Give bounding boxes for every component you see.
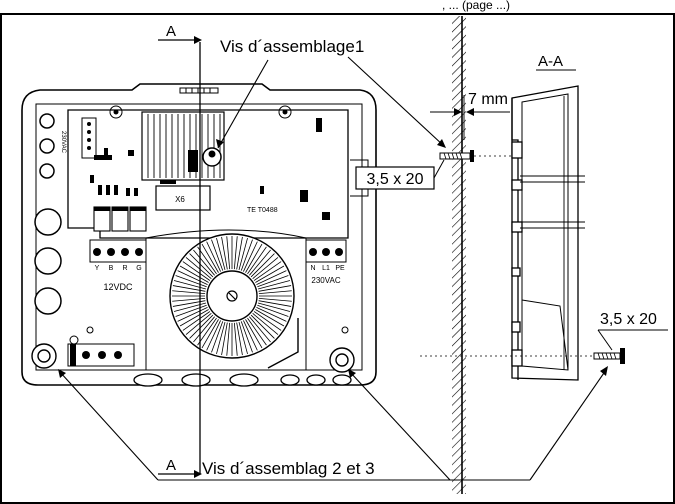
wall-section	[452, 16, 466, 494]
section-a-bottom-label: A	[166, 457, 176, 474]
screw-size-right-label: 3,5 x 20	[600, 311, 657, 328]
unit-front-view: X6 TE T0488 230VAC	[21, 83, 377, 387]
voltage-12vdc-label: 12VDC	[103, 282, 133, 292]
section-view-label: A-A	[538, 53, 563, 70]
gap-dimension-label: 7 mm	[468, 91, 508, 108]
toroidal-transformer	[169, 233, 295, 359]
terminal-r: R	[122, 265, 127, 272]
terminal-pe: PE	[335, 265, 345, 272]
x6-label: X6	[175, 195, 185, 204]
board-code: TE T0488	[247, 207, 278, 214]
screw-1-label: Vis d´assemblage1	[220, 37, 364, 56]
terminal-l1: L1	[322, 265, 330, 272]
screws-2-3-label: Vis d´assemblag 2 et 3	[202, 459, 375, 478]
section-view-profile	[511, 85, 585, 381]
top-caption-fragment: , ... (page ...)	[442, 0, 510, 12]
terminal-n: N	[310, 265, 315, 272]
relay-block	[188, 150, 198, 172]
screw-size-left-label: 3,5 x 20	[367, 171, 424, 188]
voltage-230vac-label: 230VAC	[311, 276, 340, 285]
terminal-b: B	[109, 265, 114, 272]
terminal-g: G	[136, 265, 141, 272]
frame-border	[0, 13, 675, 504]
wall-screw-lower	[420, 348, 625, 364]
terminal-y: Y	[95, 265, 100, 272]
side-voltage-label: 230VAC	[60, 131, 66, 154]
section-a-top-label: A	[166, 23, 176, 40]
